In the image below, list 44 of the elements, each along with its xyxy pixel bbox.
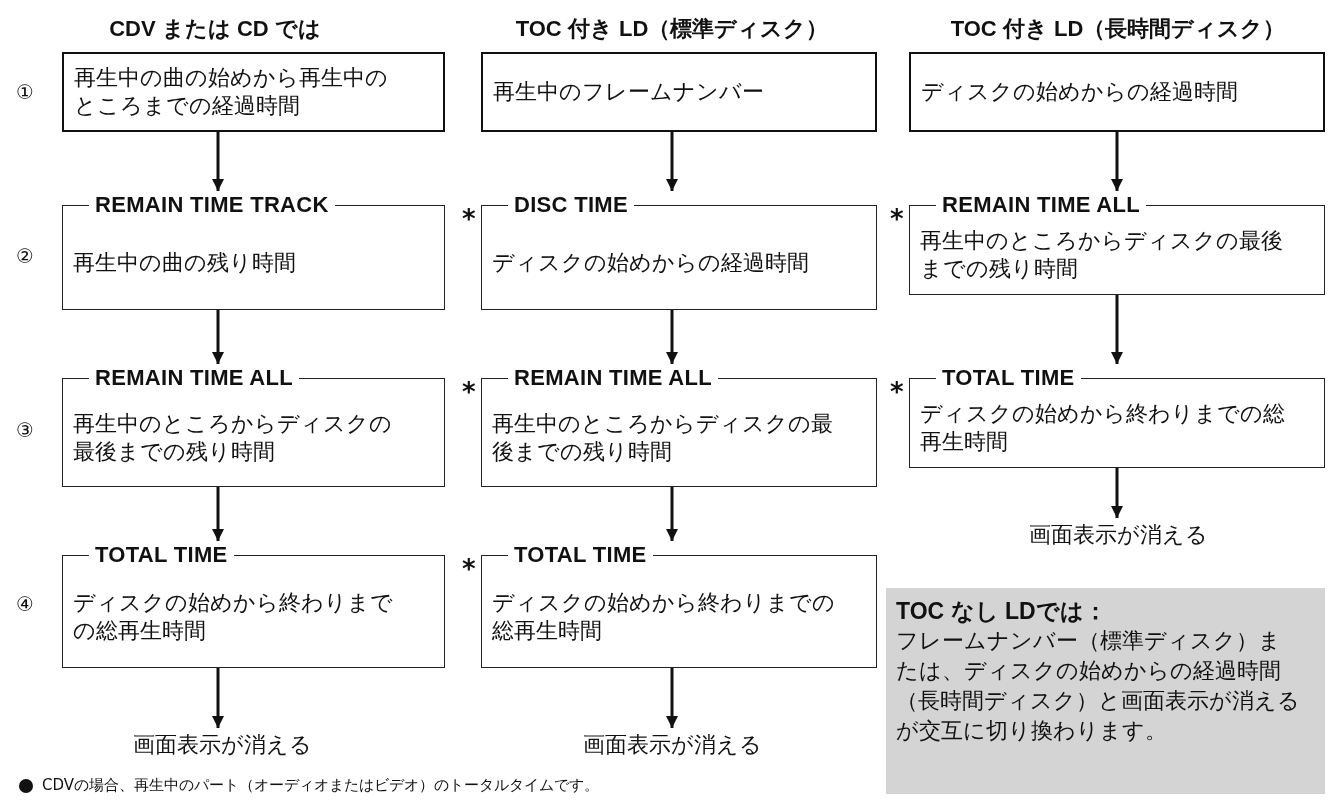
end-text: 画面表示が消える [132,731,312,759]
asterisk-mark: * [462,206,476,232]
arrow [666,487,678,541]
box-text: 再生中のところからディスクの最後までの残り時間 [73,409,393,466]
arrow [666,132,678,191]
column-heading: TOC 付き LD（標準ディスク） [515,15,829,43]
box-text: ディスクの始めからの経過時間 [492,248,810,277]
column-heading: TOC 付き LD（長時間ディスク） [950,15,1286,43]
box-text: 再生中の曲の残り時間 [73,248,297,277]
arrow [1111,132,1123,191]
box-text: ディスクの始めから終わりまでの総再生時間 [492,588,836,645]
arrow [212,310,224,364]
process-box [909,52,1325,132]
box-text: 再生中の曲の始めから再生中のところまでの経過時間 [74,64,389,120]
arrow [1111,295,1123,364]
note-text: フレームナンバー（標準ディスク）または、ディスクの始めからの経過時間（長時間ディスク）と画面表示が消えるが交互に切り換わります。 [896,627,1301,745]
column-heading: CDV または CD では [109,15,321,43]
arrow [212,487,224,541]
asterisk-mark: * [890,379,904,405]
arrow [666,310,678,364]
box-text: 再生中のところからディスクの最後までの残り時間 [492,409,834,466]
step-number: ② [16,244,34,268]
step-number: ③ [16,418,34,442]
step-number: ① [16,80,34,104]
footnote: CDVの場合、再生中のパート（オーディオまたはビデオ）のトータルタイムです。 [42,776,600,795]
end-text: 画面表示が消える [1028,521,1208,549]
step-number: ④ [16,592,34,616]
process-box [62,52,445,132]
process-box [481,52,877,132]
asterisk-mark: * [462,379,476,405]
note-panel [886,588,1325,794]
end-text: 画面表示が消える [582,731,762,759]
box-text: ディスクの始めから終わりまでの総再生時間 [920,400,1286,456]
box-text: ディスクの始めから終わりまでの総再生時間 [73,588,394,645]
asterisk-mark: * [890,206,904,232]
box-text: ディスクの始めからの経過時間 [921,78,1239,106]
arrow [212,132,224,191]
box-text: 再生中のフレームナンバー [493,78,765,106]
arrow [1111,468,1123,518]
note-heading: TOC なし LDでは： [896,597,1108,626]
arrow [212,668,224,728]
asterisk-mark: * [462,556,476,582]
box-text: 再生中のところからディスクの最後までの残り時間 [920,227,1284,283]
arrow [666,668,678,728]
